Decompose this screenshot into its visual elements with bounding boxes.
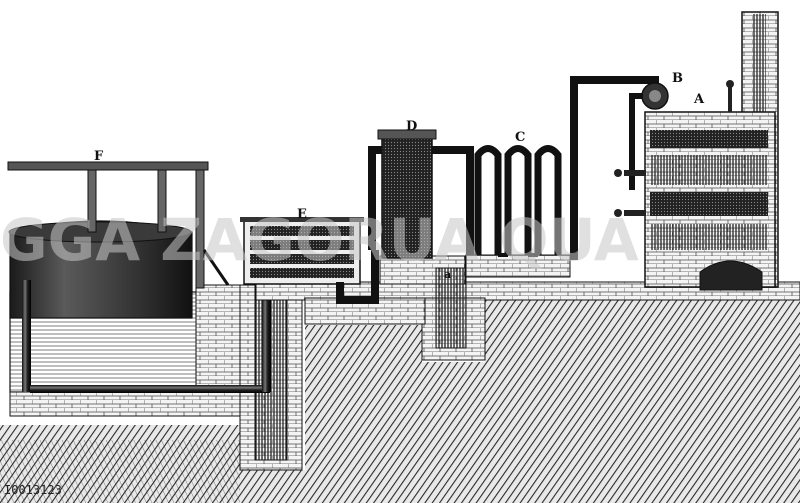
watermark: GGA ZAGORUA QUA: [0, 206, 639, 274]
scrubber-d: [368, 129, 474, 259]
gas-main-pipe: [22, 280, 271, 393]
retort-furnace-a: [614, 11, 779, 291]
ground: [0, 298, 800, 503]
label-f: F: [94, 149, 104, 164]
condenser-c: [465, 145, 571, 278]
label-b: B: [672, 71, 683, 86]
gasholder-tank: [7, 161, 230, 319]
purifier-e: [240, 217, 379, 304]
label-c: C: [515, 130, 525, 145]
label-e: E: [297, 207, 307, 222]
label-a-lower: a: [444, 268, 451, 281]
label-d: D: [406, 119, 417, 134]
label-a-upper: A: [693, 92, 705, 107]
hydraulic-main-b: [570, 76, 669, 260]
image-id: I0013123: [4, 483, 62, 497]
